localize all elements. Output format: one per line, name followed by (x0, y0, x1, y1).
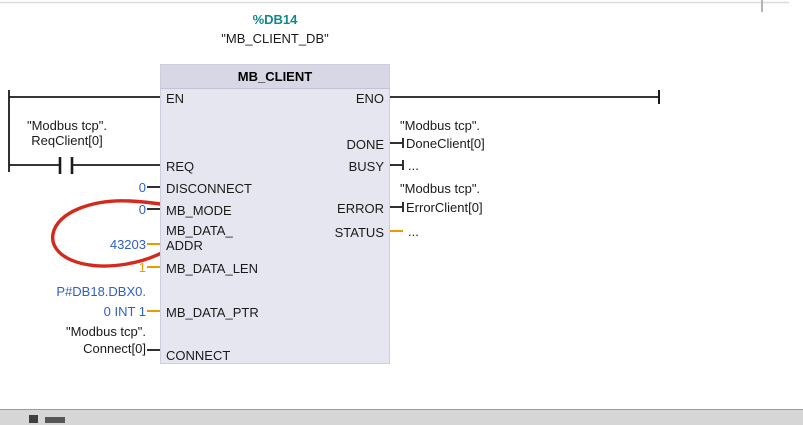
pin-connect: CONNECT (166, 348, 231, 363)
pin-disconnect: DISCONNECT (166, 181, 252, 196)
block-db-number[interactable]: %DB14 (252, 12, 298, 27)
clipped-icon (29, 415, 38, 423)
value-disconnect[interactable]: 0 (138, 180, 146, 195)
operand-done-line2[interactable]: DoneClient[0] (406, 136, 485, 151)
value-mb-data-ptr-line2[interactable]: 0 INT 1 (103, 304, 146, 319)
mb-client-block[interactable]: MB_CLIENT EN REQ DISCONNECT MB_MODE MB_D… (160, 64, 390, 364)
pin-status: STATUS (334, 225, 384, 240)
operand-done-line1[interactable]: "Modbus tcp". (400, 118, 481, 133)
operand-connect-line2[interactable]: Connect[0] (83, 341, 146, 356)
pin-busy: BUSY (348, 159, 384, 174)
block-instance-name[interactable]: "MB_CLIENT_DB" (221, 31, 329, 46)
block-title: MB_CLIENT (161, 65, 389, 89)
placeholder-status[interactable]: ... (408, 224, 419, 239)
pin-mb-data-len: MB_DATA_LEN (166, 261, 258, 276)
value-mb-data-ptr-line1[interactable]: P#DB18.DBX0. (56, 284, 146, 299)
operand-error-line1[interactable]: "Modbus tcp". (400, 181, 481, 196)
pin-mb-data-ptr: MB_DATA_PTR (166, 305, 259, 320)
pin-mb-data-addr-line1: MB_DATA_ (166, 223, 233, 238)
contact-no-reqclient[interactable] (58, 157, 74, 174)
operand-req-line2[interactable]: ReqClient[0] (31, 133, 103, 148)
placeholder-busy[interactable]: ... (408, 158, 419, 173)
pin-done: DONE (346, 137, 384, 152)
operand-req-line1[interactable]: "Modbus tcp". (26, 118, 108, 133)
operand-error-line2[interactable]: ErrorClient[0] (406, 200, 483, 215)
bottom-panel-edge (0, 409, 803, 425)
pin-mb-data-addr-line2: ADDR (166, 238, 203, 253)
operand-connect-line1[interactable]: "Modbus tcp". (65, 324, 146, 339)
pin-req: REQ (166, 159, 195, 174)
clipped-icon (45, 417, 65, 423)
value-mb-data-addr[interactable]: 43203 (109, 237, 146, 252)
pin-en: EN (166, 91, 185, 106)
value-mb-data-len[interactable]: 1 (138, 260, 146, 275)
pin-error: ERROR (337, 201, 384, 216)
value-mb-mode[interactable]: 0 (138, 202, 146, 217)
pin-mb-mode: MB_MODE (166, 203, 232, 218)
pin-eno: ENO (355, 91, 384, 106)
